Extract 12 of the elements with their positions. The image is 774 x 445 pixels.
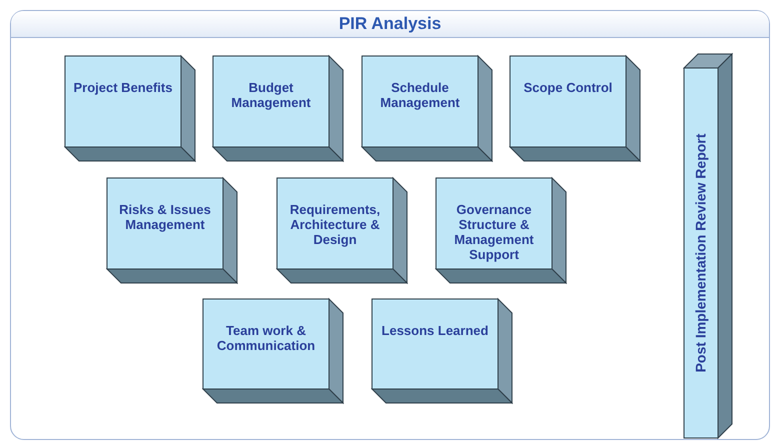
box-label: Project Benefits (72, 80, 174, 95)
box-label: Schedule Management (379, 80, 461, 110)
bar-label: Post Implementation Review Report (694, 134, 708, 372)
panel-title: PIR Analysis (11, 11, 769, 38)
panel-frame (10, 10, 770, 440)
box-label: Governance Structure & Management Support (453, 202, 535, 262)
box-label: Risks & Issues Management (118, 202, 212, 232)
box-label: Budget Management (230, 80, 312, 110)
box-label: Scope Control (522, 80, 614, 95)
box-label: Requirements, Architecture & Design (288, 202, 382, 247)
box-label: Team work & Communication (216, 323, 316, 353)
box-label: Lessons Learned (380, 323, 490, 338)
